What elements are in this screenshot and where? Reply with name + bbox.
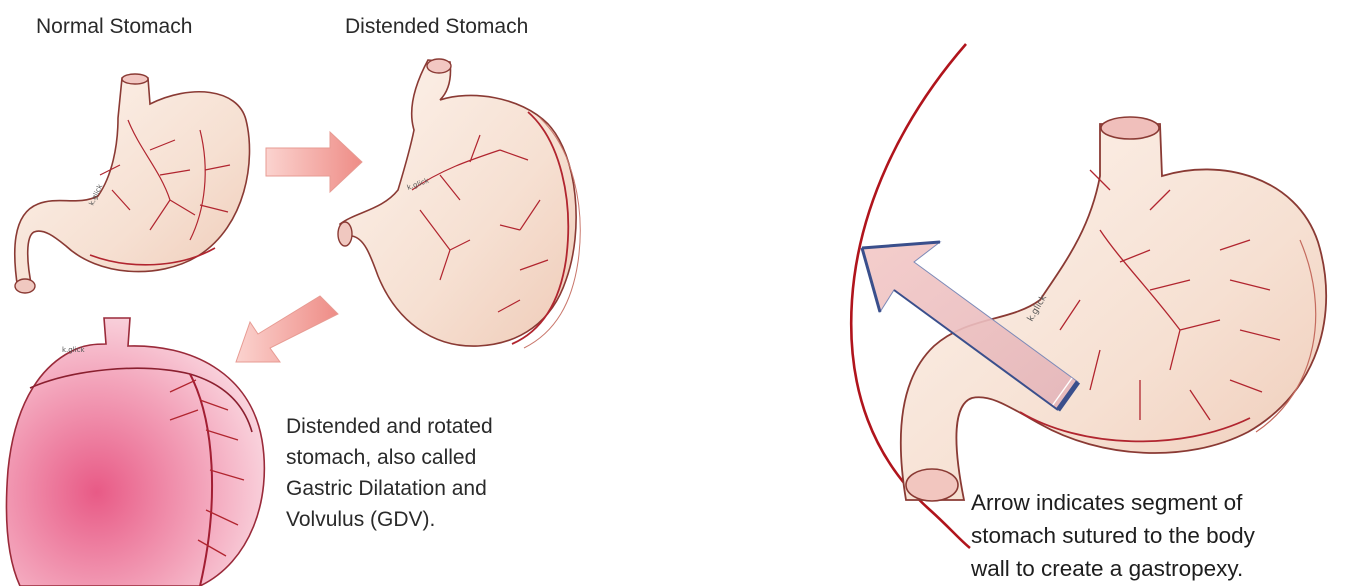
normal-stomach: k.glick bbox=[15, 74, 250, 293]
gdv-caption-line: Volvulus (GDV). bbox=[286, 504, 493, 535]
svg-text:k.glick: k.glick bbox=[62, 346, 85, 354]
gdv-caption-line: Distended and rotated bbox=[286, 411, 493, 442]
gdv-caption-line: stomach, also called bbox=[286, 442, 493, 473]
normal-stomach-label: Normal Stomach bbox=[36, 14, 192, 39]
esophagus-opening bbox=[1101, 117, 1159, 139]
distended-stomach: k.glick bbox=[338, 59, 580, 348]
gdv-caption: Distended and rotated stomach, also call… bbox=[286, 411, 493, 535]
gastropexy-caption-line: wall to create a gastropexy. bbox=[971, 552, 1255, 585]
distended-stomach-label: Distended Stomach bbox=[345, 14, 528, 39]
gdv-stomach: k.glick bbox=[7, 318, 265, 586]
gastropexy-caption-line: stomach sutured to the body bbox=[971, 519, 1255, 552]
gastropexy-caption: Arrow indicates segment of stomach sutur… bbox=[971, 486, 1255, 585]
right-arrow bbox=[266, 132, 362, 192]
down-left-arrow bbox=[236, 296, 338, 362]
gastropexy-caption-line: Arrow indicates segment of bbox=[971, 486, 1255, 519]
gdv-caption-line: Gastric Dilatation and bbox=[286, 473, 493, 504]
esophagus-opening bbox=[122, 74, 148, 84]
duodenum-opening bbox=[15, 279, 35, 293]
duodenum-opening bbox=[906, 469, 958, 501]
